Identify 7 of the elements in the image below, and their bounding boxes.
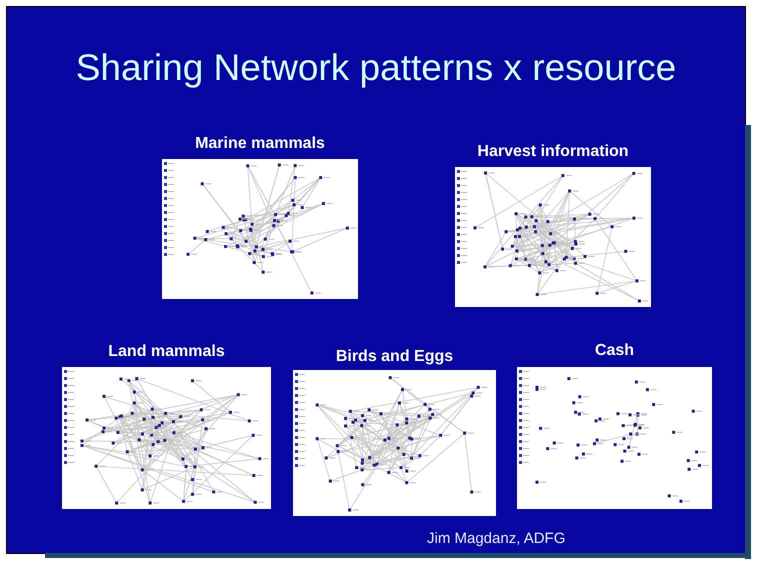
panel-heading: Cash xyxy=(594,342,636,360)
panel-heading: Birds and Eggs xyxy=(334,348,454,366)
panel-heading: Marine mammals xyxy=(194,135,326,153)
panel-heading: Land mammals xyxy=(107,343,226,361)
credit-text: Jim Magdanz, ADFG xyxy=(427,530,566,547)
slide-title: Sharing Network patterns x resource xyxy=(74,47,678,89)
panel-heading: Harvest information xyxy=(476,143,630,161)
